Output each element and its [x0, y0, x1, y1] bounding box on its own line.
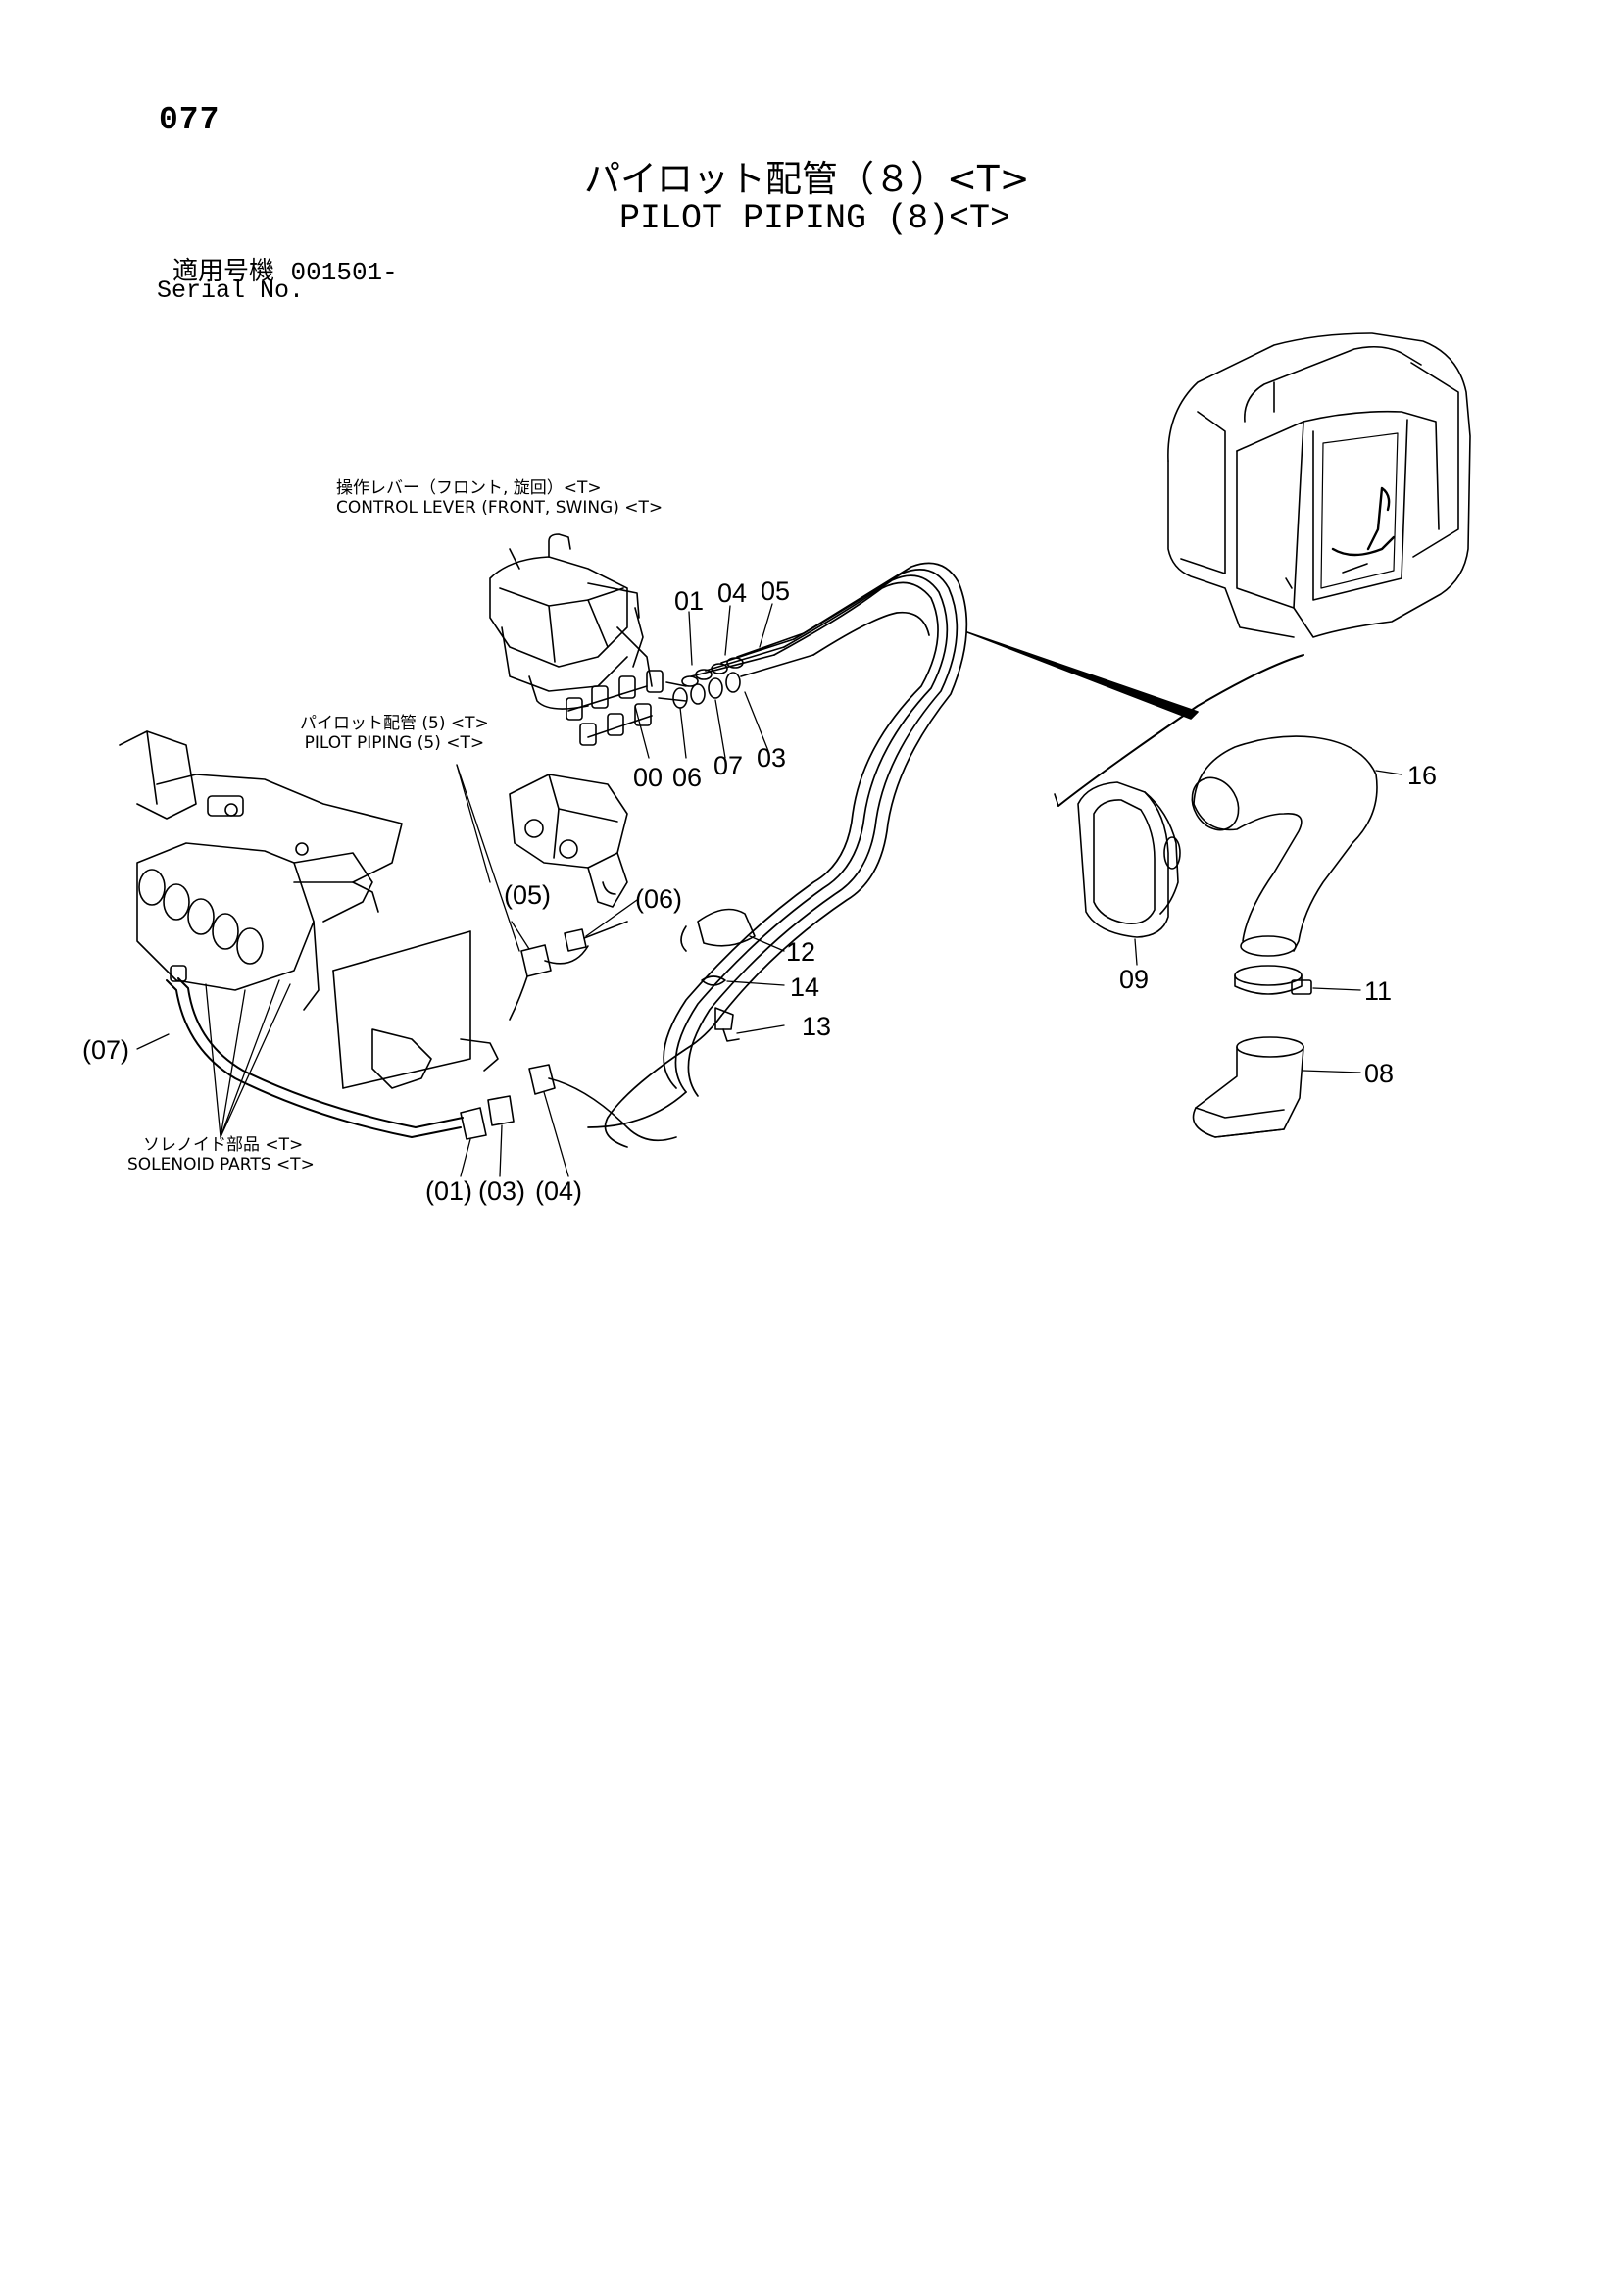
callout-01-paren: (01) — [425, 1176, 473, 1206]
serial-label-japanese: 適用号機 — [172, 257, 275, 286]
callout-06-paren: (06) — [635, 884, 683, 914]
hose-band-11 — [1235, 966, 1311, 994]
callout-04-paren: (04) — [535, 1176, 583, 1206]
note-solenoid-parts-english: SOLENOID PARTS <T> — [127, 1155, 315, 1174]
pilot-fitting-cluster — [566, 671, 686, 745]
callout-05: 05 — [761, 576, 791, 606]
hose-07 — [167, 966, 463, 1137]
callout-01: 01 — [674, 586, 705, 616]
serial-row: 適用号機 001501- — [172, 251, 398, 287]
callout-13: 13 — [802, 1012, 832, 1041]
solenoid-valve-assembly — [120, 731, 498, 1088]
page-title-english: PILOT PIPING (8)<T> — [619, 199, 1011, 238]
callout-09: 09 — [1119, 965, 1150, 994]
hose-clamp-12 — [681, 910, 755, 952]
callout-00: 00 — [633, 763, 664, 792]
leader-lines — [137, 604, 1402, 1176]
fitting-05 — [510, 945, 588, 1020]
callout-08: 08 — [1364, 1059, 1395, 1088]
fittings-01-03-04 — [461, 1065, 676, 1140]
detail-pointer-arrow — [967, 632, 1198, 719]
callout-03: 03 — [757, 743, 787, 773]
callout-12: 12 — [786, 937, 816, 967]
callout-03-paren: (03) — [478, 1176, 526, 1206]
fitting-06 — [565, 922, 627, 951]
callout-16: 16 — [1407, 761, 1438, 790]
duct-hose-16 — [1183, 736, 1377, 956]
hose-fittings — [673, 633, 813, 708]
serial-label-english: Serial No. — [157, 276, 305, 305]
callout-07-paren: (07) — [82, 1035, 130, 1065]
callout-04: 04 — [717, 578, 748, 608]
note-control-lever-japanese: 操作レバー（フロント, 旋回）<T> — [336, 478, 602, 498]
pilot-piping-5-block — [510, 774, 627, 907]
washer-14 — [702, 976, 725, 985]
note-pilot-piping-5: パイロット配管 (5) <T> PILOT PIPING (5) <T> — [300, 714, 489, 753]
duct-09 — [1078, 782, 1180, 937]
control-lever-drawing — [490, 534, 652, 709]
callout-05-paren: (05) — [504, 880, 552, 910]
duct-08 — [1194, 1037, 1304, 1137]
detail-bracket-arc — [1058, 655, 1303, 806]
page-number: 077 — [159, 102, 221, 138]
callout-11: 11 — [1364, 976, 1393, 1006]
note-solenoid-parts-japanese: ソレノイド部品 <T> — [143, 1135, 304, 1155]
note-control-lever: 操作レバー（フロント, 旋回）<T> CONTROL LEVER (FRONT,… — [336, 478, 663, 518]
callout-06: 06 — [672, 763, 703, 792]
callout-14: 14 — [790, 973, 820, 1002]
note-control-lever-english: CONTROL LEVER (FRONT, SWING) <T> — [336, 498, 664, 518]
note-solenoid-parts: ソレノイド部品 <T> SOLENOID PARTS <T> — [127, 1135, 315, 1174]
note-pilot-piping-5-japanese: パイロット配管 (5) <T> — [300, 714, 489, 733]
cab-outline — [1168, 333, 1470, 637]
page-title-japanese: パイロット配管（８）<T> — [584, 158, 1030, 200]
note-pilot-piping-5-english: PILOT PIPING (5) <T> — [304, 733, 485, 753]
bolt-13 — [715, 1008, 739, 1041]
callout-07: 07 — [713, 751, 744, 780]
serial-number-value: 001501- — [290, 258, 398, 287]
pilot-hose-bundle — [588, 563, 966, 1147]
